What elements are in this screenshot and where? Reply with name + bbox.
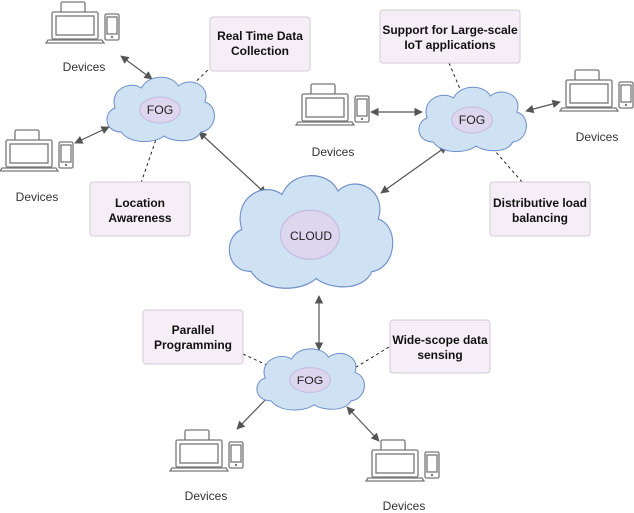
connectors <box>74 55 561 442</box>
fog-node-top-right[interactable]: FOG <box>418 86 527 153</box>
laptop-phone-icon <box>295 83 370 126</box>
box-line: Parallel <box>172 323 215 337</box>
dash-location-fog1 <box>140 121 163 184</box>
fog-label: FOG <box>147 103 174 117</box>
devices-label: Devices <box>383 499 426 513</box>
arrow-dev2-fog1 <box>74 126 110 144</box>
laptop-phone-icon <box>169 429 244 472</box>
fog-node-bottom[interactable]: FOG <box>256 348 365 411</box>
device-group-2[interactable]: Devices <box>0 129 74 204</box>
arrow-dev1-fog1 <box>120 55 153 80</box>
devices-label: Devices <box>185 489 228 503</box>
feature-box-parallel: Parallel Programming <box>142 309 244 365</box>
device-group-3[interactable]: Devices <box>295 83 370 159</box>
device-group-1[interactable]: Devices <box>45 1 120 74</box>
box-line: IoT applications <box>404 38 496 52</box>
arrow-fog2-dev4 <box>525 99 561 114</box>
box-line: sensing <box>417 348 462 362</box>
box-line: Real Time Data <box>217 29 303 43</box>
dash-wide-fog3 <box>334 346 390 381</box>
box-line: Wide-scope data <box>392 333 488 347</box>
box-line: Collection <box>231 44 289 58</box>
device-group-6[interactable]: Devices <box>365 439 440 513</box>
feature-box-location: Location Awareness <box>89 181 191 237</box>
arrow-fog1-cloud <box>198 131 267 195</box>
arrow-fog3-dev6 <box>346 406 380 442</box>
devices-label: Devices <box>16 190 59 204</box>
arrow-fog2-cloud <box>380 145 448 194</box>
box-line: Support for Large-scale <box>382 23 518 37</box>
box-line: Location <box>115 196 165 210</box>
box-line: Distributive load <box>493 196 587 210</box>
laptop-phone-icon <box>365 439 440 482</box>
devices-label: Devices <box>576 130 619 144</box>
feature-box-real-time: Real Time Data Collection <box>209 16 311 72</box>
fog-node-top-left[interactable]: FOG <box>106 76 215 143</box>
feature-box-iot: Support for Large-scale IoT applications <box>379 9 521 64</box>
devices-label: Devices <box>63 60 106 74</box>
laptop-phone-icon <box>45 1 120 44</box>
laptop-phone-icon <box>0 129 74 172</box>
cloud-node[interactable] <box>228 174 394 290</box>
box-line: Awareness <box>108 211 171 225</box>
laptop-phone-icon <box>559 69 634 112</box>
dash-realtime-fog1 <box>177 65 213 100</box>
feature-box-wide: Wide-scope data sensing <box>389 319 491 374</box>
box-line: Programming <box>154 338 232 352</box>
devices-label: Devices <box>312 145 355 159</box>
cloud-label: CLOUD <box>290 229 332 243</box>
fog-label: FOG <box>297 373 323 386</box>
fog-label: FOG <box>459 113 486 127</box>
box-line: balancing <box>512 211 568 225</box>
device-group-4[interactable]: Devices <box>559 69 634 144</box>
feature-box-load: Distributive load balancing <box>489 181 591 237</box>
device-group-5[interactable]: Devices <box>169 429 244 503</box>
